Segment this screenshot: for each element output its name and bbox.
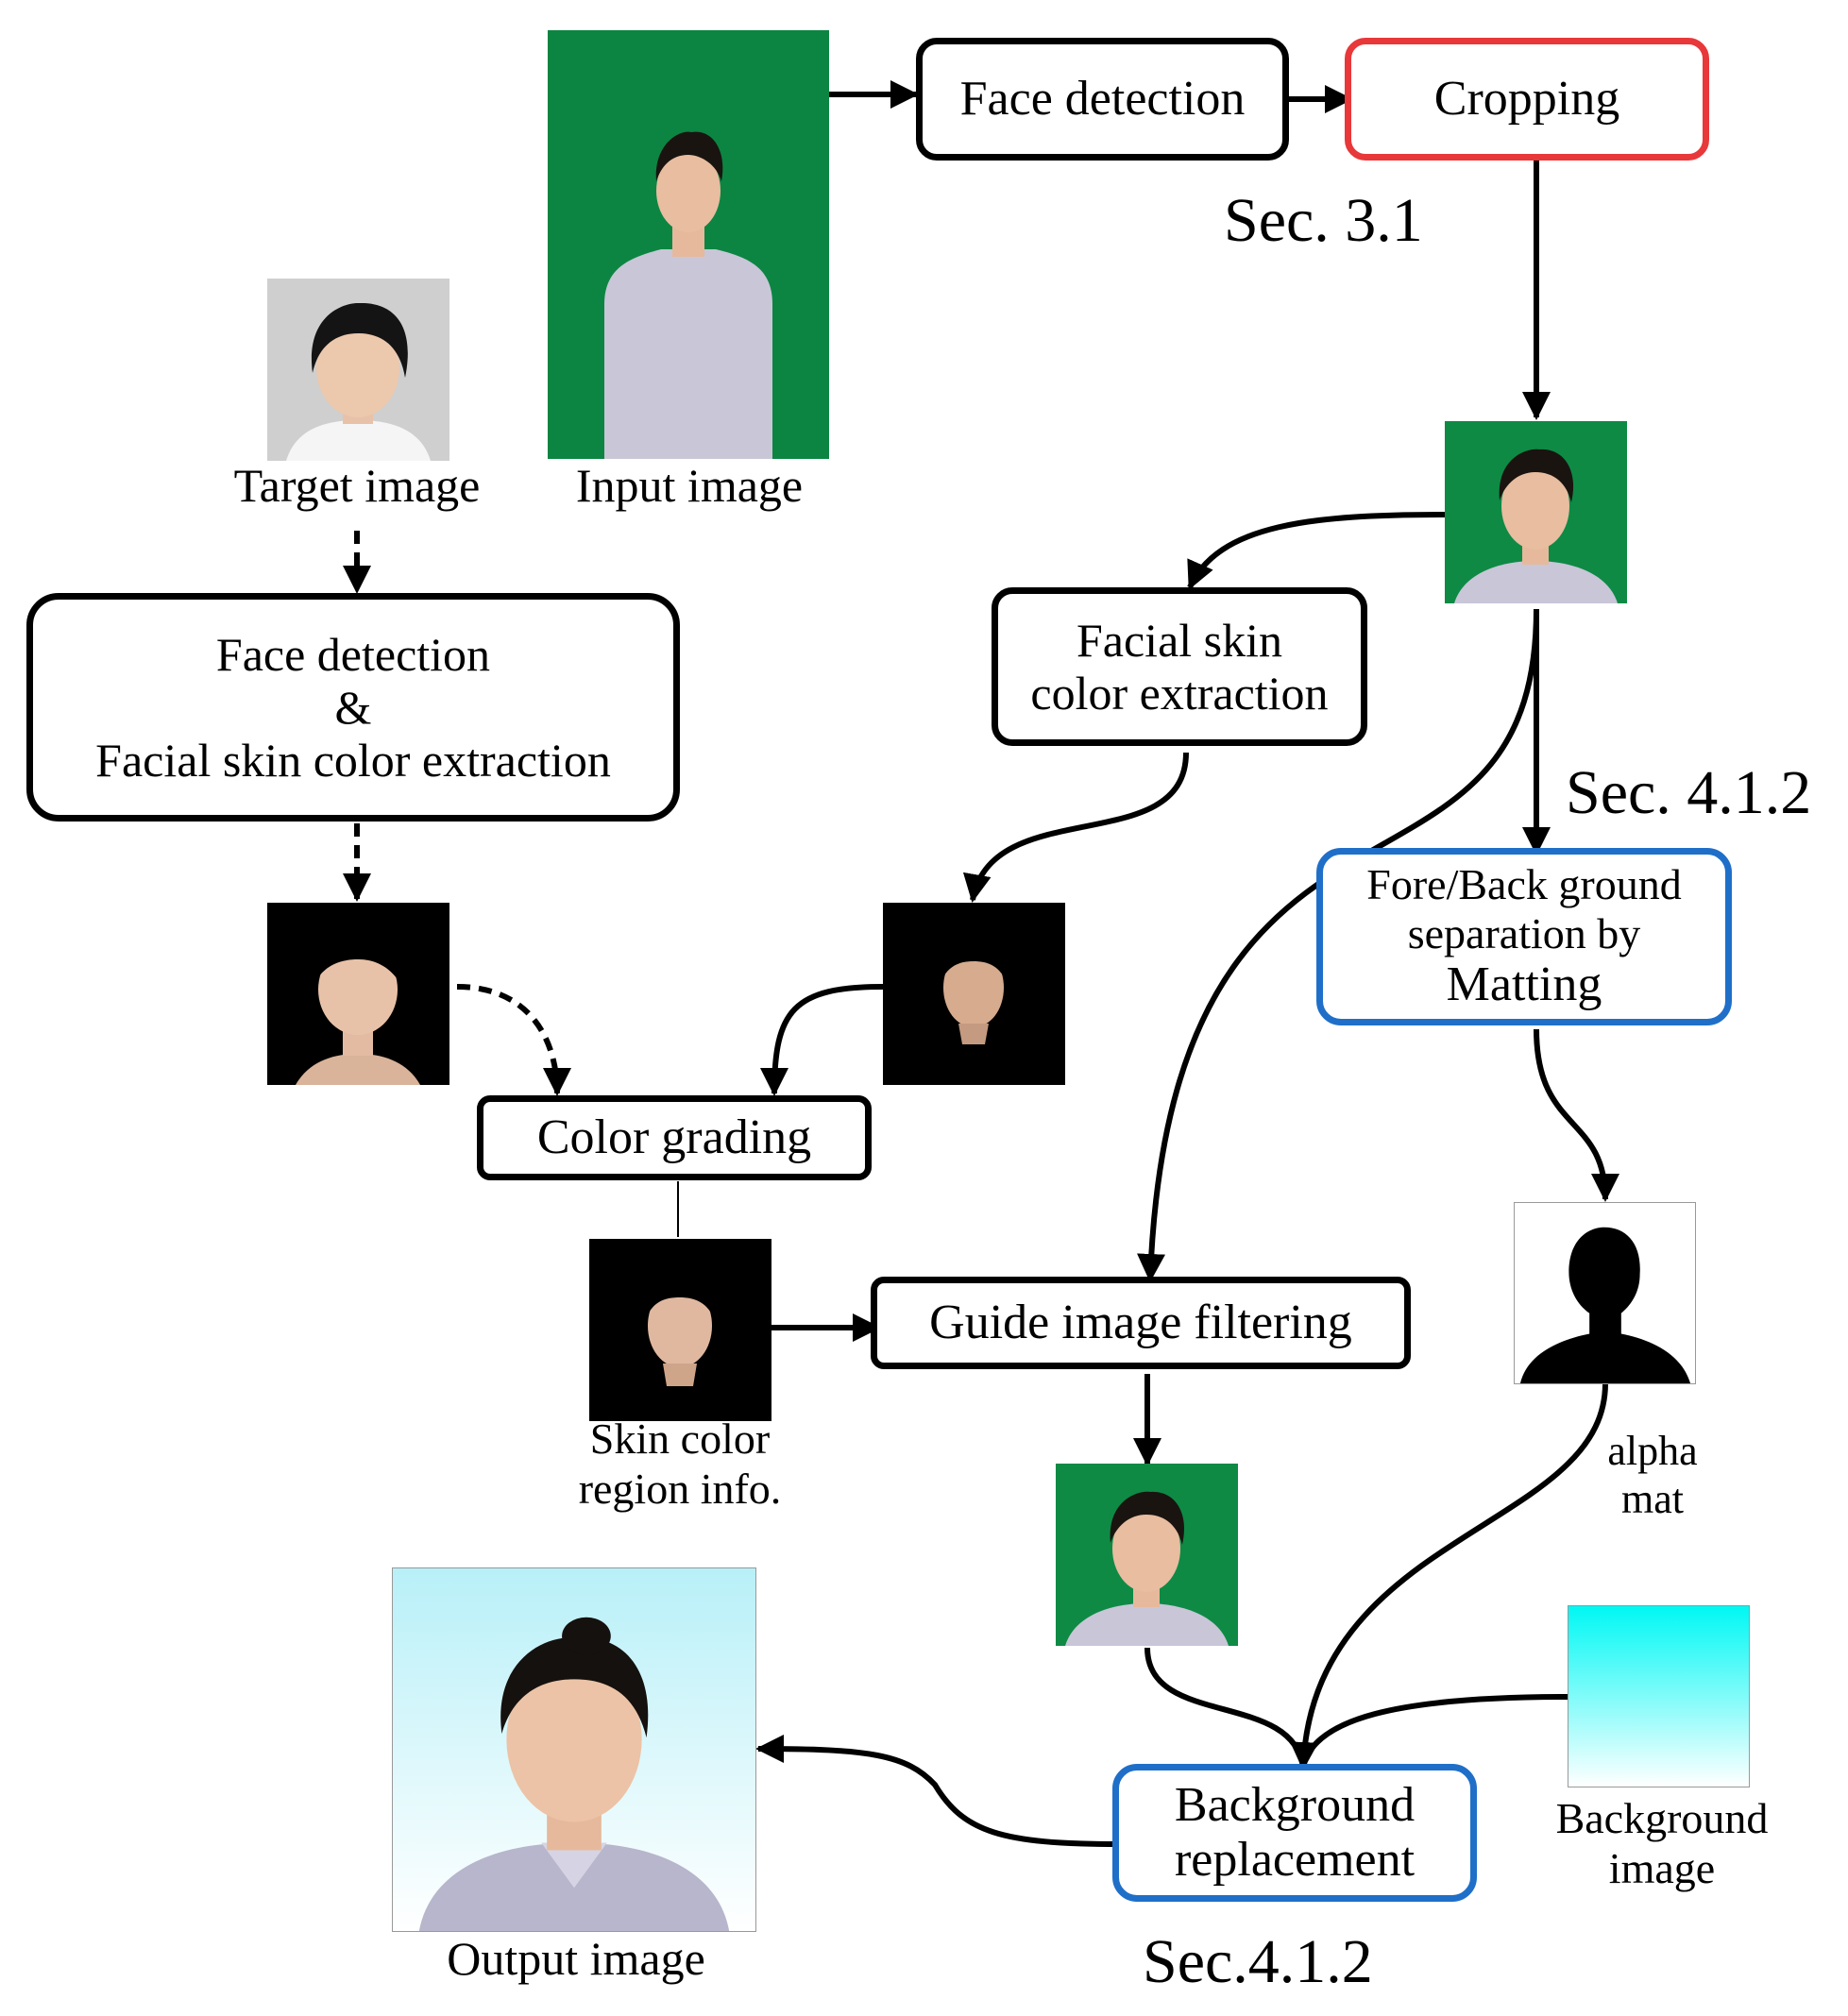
background-image-label: Background image — [1520, 1794, 1804, 1894]
output-image — [392, 1567, 756, 1932]
section-label-4-1-2-bottom: Sec.4.1.2 — [1143, 1927, 1373, 1996]
input-image — [548, 30, 829, 459]
skin-mask-icon — [589, 1239, 771, 1421]
matting-line-2: separation by — [1407, 908, 1641, 957]
target-image — [267, 279, 449, 461]
target-image-label: Target image — [233, 459, 481, 512]
skin-color-region-label: Skin color region info. — [529, 1415, 831, 1515]
alpha-mat-image — [1514, 1202, 1696, 1384]
facial-skin-line-2: color extraction — [1030, 667, 1329, 720]
face-detection-label: Face detection — [959, 71, 1246, 126]
background-replacement-line-1: Background — [1174, 1777, 1416, 1832]
arrow-target-mask-to-color-grading — [456, 984, 571, 1096]
face-detection-skin-line-2: & — [334, 681, 372, 734]
input-skin-mask — [883, 903, 1065, 1085]
background-replacement-line-2: replacement — [1174, 1833, 1416, 1887]
skin-mask-icon — [883, 903, 1065, 1085]
face-detection-skin-line-1: Face detection — [215, 628, 491, 681]
background-image-swatch — [1568, 1605, 1750, 1787]
face-detection-box: Face detection — [916, 38, 1289, 161]
arrow-filtered-to-background-replacement — [1144, 1647, 1306, 1769]
alpha-mat-line-1: alpha — [1607, 1428, 1698, 1474]
alpha-mat-label: alpha mat — [1596, 1428, 1709, 1523]
arrow-background-replacement-to-output — [755, 1735, 1120, 1847]
section-label-4-1-2-right: Sec. 4.1.2 — [1566, 758, 1812, 827]
face-detection-skin-line-3: Facial skin color extraction — [95, 734, 611, 787]
person-photo-icon — [548, 30, 829, 459]
filtered-image — [1056, 1464, 1238, 1646]
alpha-mat-line-2: mat — [1621, 1475, 1684, 1522]
cropping-box: Cropping — [1345, 38, 1709, 161]
person-photo-icon — [1056, 1464, 1238, 1646]
person-photo-icon — [267, 279, 449, 461]
skin-color-region-line-2: region info. — [578, 1464, 782, 1513]
arrow-alpha-to-background-replacement — [1290, 1382, 1608, 1770]
arrow-background-to-background-replacement — [1300, 1694, 1568, 1769]
guide-image-filtering-label: Guide image filtering — [929, 1295, 1352, 1349]
background-image-line-2: image — [1608, 1843, 1716, 1892]
matting-box: Fore/Back ground separation by Matting — [1316, 848, 1732, 1025]
skin-mask-icon — [267, 903, 449, 1085]
background-image-line-1: Background — [1555, 1794, 1769, 1842]
gradient-swatch-icon — [1568, 1606, 1749, 1787]
cropping-label: Cropping — [1433, 71, 1620, 126]
person-photo-icon — [1445, 421, 1627, 603]
arrow-crop-to-facial-skin — [1187, 512, 1446, 590]
skin-color-region-line-1: Skin color — [589, 1415, 771, 1463]
arrow-input-mask-to-color-grading — [760, 984, 884, 1096]
color-grading-label: Color grading — [536, 1110, 812, 1164]
arrow-facial-skin-to-mask — [962, 752, 1189, 903]
cropped-image — [1445, 421, 1627, 603]
facial-skin-line-1: Facial skin — [1076, 614, 1283, 667]
facial-skin-extraction-box: Facial skin color extraction — [992, 587, 1367, 746]
matting-line-1: Fore/Back ground — [1366, 860, 1682, 909]
face-detection-skin-extraction-box: Face detection & Facial skin color extra… — [26, 593, 680, 822]
input-image-label: Input image — [575, 459, 804, 512]
output-image-label: Output image — [447, 1932, 705, 1985]
background-replacement-box: Background replacement — [1112, 1764, 1477, 1902]
guide-image-filtering-box: Guide image filtering — [871, 1277, 1411, 1369]
skin-color-region-image — [589, 1239, 771, 1421]
matting-line-3: Matting — [1446, 957, 1602, 1012]
silhouette-icon — [1515, 1203, 1695, 1383]
color-grading-box: Color grading — [477, 1095, 872, 1180]
target-skin-mask — [267, 903, 449, 1085]
section-label-3-1: Sec. 3.1 — [1224, 186, 1423, 255]
person-photo-icon — [393, 1568, 755, 1931]
arrow-matting-to-alpha — [1534, 1028, 1619, 1202]
